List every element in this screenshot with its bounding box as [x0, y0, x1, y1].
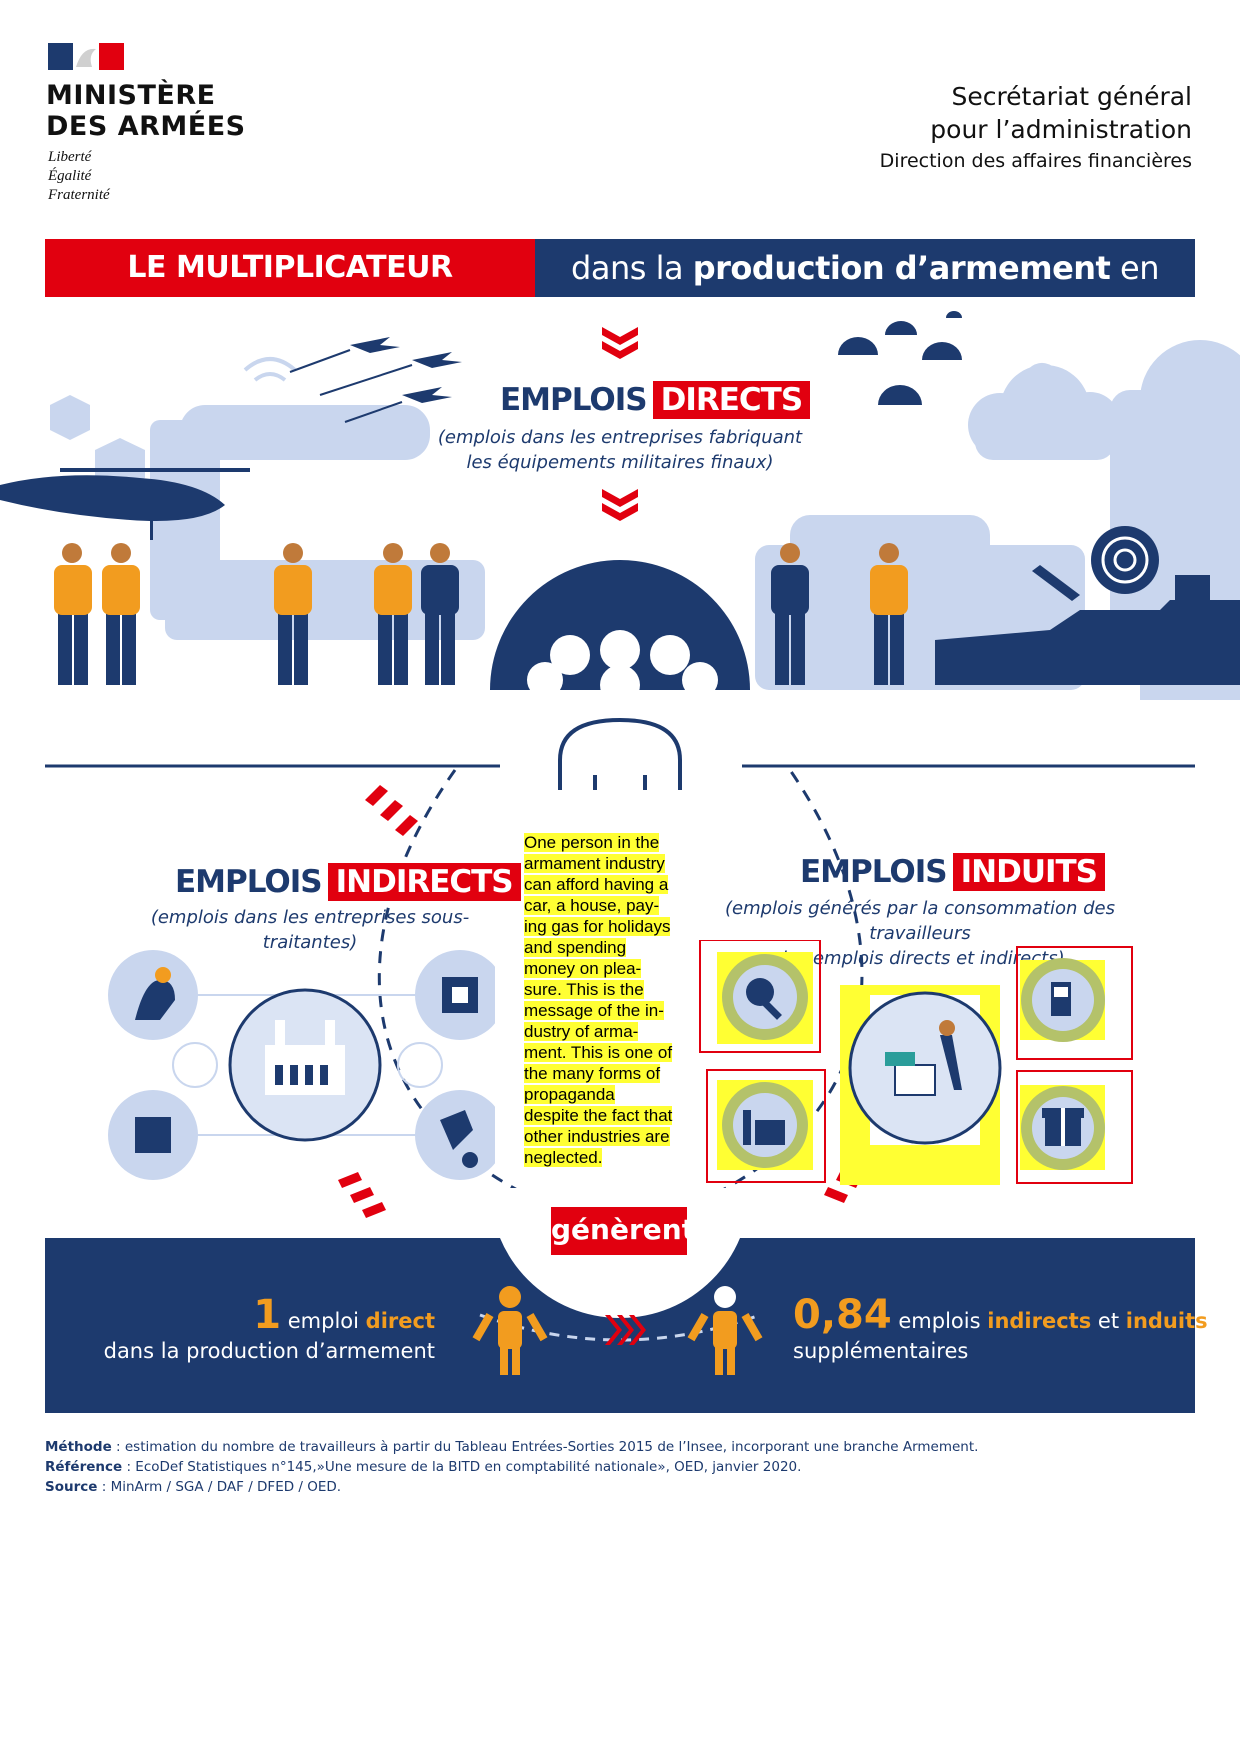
note-line: dustry of arma- — [524, 1022, 639, 1041]
footer-source: Source : MinArm / SGA / DAF / DFED / OED… — [45, 1479, 342, 1495]
chevron-right-icon — [605, 1315, 646, 1345]
secretariat-line-1: Secrétariat général — [951, 82, 1192, 111]
note-line: armament industry — [524, 854, 665, 873]
person-icon — [687, 1286, 763, 1375]
note-line: money on plea- — [524, 959, 642, 978]
jet-trails — [289, 349, 413, 423]
directs-subtitle-line-1: (emplois dans les entreprises fabriquant — [437, 427, 803, 448]
banner-title-red: LE MULTIPLICATEUR D'EMPLOI — [45, 239, 535, 343]
direct-emph: direct — [365, 1309, 435, 1333]
banner-title-blue: dans la production d’armement en France — [535, 239, 1195, 345]
machine-top-right — [790, 515, 990, 565]
construction-icon — [743, 1110, 751, 1145]
indirect-jobs-diagram — [108, 950, 495, 1180]
induced-jobs-diagram — [699, 940, 1133, 1185]
ministry-line-1: MINISTÈRE — [46, 80, 216, 111]
induits-subtitle-line-2: des emplois directs et indirects) — [775, 948, 1065, 969]
indirects-tag: INDIRECTS — [327, 863, 521, 901]
indirects-emph: indirects — [987, 1309, 1092, 1333]
robot-arm-left — [180, 405, 430, 460]
wrench-gear-icon — [746, 978, 774, 1006]
direct-jobs-people-icon — [490, 560, 750, 790]
jobs-label: emplois — [898, 1309, 981, 1333]
note-line: sure. This is the — [524, 980, 644, 999]
induits-subtitle: (emplois générés par la consommation des… — [690, 896, 1150, 971]
motto-egalite: Égalité — [48, 168, 92, 184]
secretariat-general: Secrétariat général pour l’administratio… — [930, 80, 1192, 146]
chevron-down-icon — [602, 327, 638, 359]
note-line: propaganda — [524, 1085, 615, 1104]
and-label: et — [1097, 1309, 1120, 1333]
hexagon-icon — [50, 395, 90, 440]
person-icon — [472, 1286, 548, 1375]
note-line: message of the in- — [524, 1001, 664, 1020]
workers-left — [54, 543, 459, 685]
direct-job-stat: 1 emploi direct dans la production d’arm… — [103, 1295, 435, 1366]
note-line: car, a house, pay- — [524, 896, 660, 915]
fighter-jets — [350, 337, 462, 403]
note-line: neglected. — [524, 1148, 603, 1167]
republic-flag-logo — [48, 43, 124, 70]
direct-label: emploi — [287, 1309, 359, 1333]
note-line: other industries are — [524, 1127, 670, 1146]
motto: Liberté Égalité Fraternité — [48, 148, 110, 205]
motto-fraternite: Fraternité — [48, 187, 110, 203]
note-line: One person in the — [524, 833, 660, 852]
radar-icon — [1091, 526, 1159, 594]
note-line: ment. This is one of — [524, 1043, 673, 1062]
induits-emph: induits — [1125, 1309, 1208, 1333]
propaganda-note: One person in the armament industry can … — [524, 832, 692, 1168]
industry-illustration — [0, 311, 1240, 790]
warship — [935, 565, 1240, 685]
direct-count: 1 — [253, 1292, 282, 1338]
banner-prefix: dans la — [571, 249, 684, 287]
directs-heading-label: EMPLOIS — [500, 382, 648, 418]
footer-reference: Référence : EcoDef Statistiques n°145,»U… — [45, 1459, 802, 1475]
induits-tag: INDUITS — [952, 853, 1105, 891]
generent-label: génèrent — [551, 1207, 695, 1255]
note-line: ing gas for holidays — [524, 917, 671, 936]
indirects-heading-label: EMPLOIS — [175, 864, 323, 900]
indirect-induced-job-stat: 0,84 emplois indirects et induits supplé… — [793, 1295, 1208, 1366]
helicopter — [0, 468, 250, 540]
induits-heading-label: EMPLOIS — [800, 854, 948, 890]
note-line: and spending — [524, 938, 627, 957]
secretariat-line-2: pour l’administration — [930, 115, 1192, 144]
note-line: the many forms of — [524, 1064, 661, 1083]
band-figures — [472, 1286, 763, 1375]
direct-line-2: dans la production d’armement — [103, 1339, 435, 1363]
directs-subtitle-line-2: les équipements militaires finaux) — [466, 452, 774, 473]
directs-subtitle: (emplois dans les entreprises fabriquant… — [420, 425, 820, 475]
note-line: despite the fact that — [524, 1106, 673, 1125]
note-line: can afford having a — [524, 875, 669, 894]
footer-methode: Méthode : estimation du nombre de travai… — [45, 1439, 979, 1455]
ministry-name: MINISTÈRE DES ARMÉES — [46, 80, 246, 142]
motto-liberte: Liberté — [48, 149, 92, 165]
supplementaires-line: supplémentaires — [793, 1339, 969, 1363]
induits-subtitle-line-1: (emplois générés par la consommation des… — [725, 898, 1115, 944]
workers-right — [771, 543, 908, 685]
banner-bold: production d’armement — [692, 249, 1111, 287]
ministry-line-2: DES ARMÉES — [46, 111, 246, 142]
direction-title: Direction des affaires financières — [879, 150, 1192, 172]
directs-tag: DIRECTS — [652, 381, 811, 419]
multiplier-value: 0,84 — [793, 1292, 892, 1338]
chevron-down-icon — [602, 489, 638, 521]
parachutes — [838, 311, 962, 405]
footer-notes: Méthode : estimation du nombre de travai… — [45, 1437, 978, 1497]
indirects-subtitle: (emplois dans les entreprises sous-trait… — [150, 907, 470, 953]
